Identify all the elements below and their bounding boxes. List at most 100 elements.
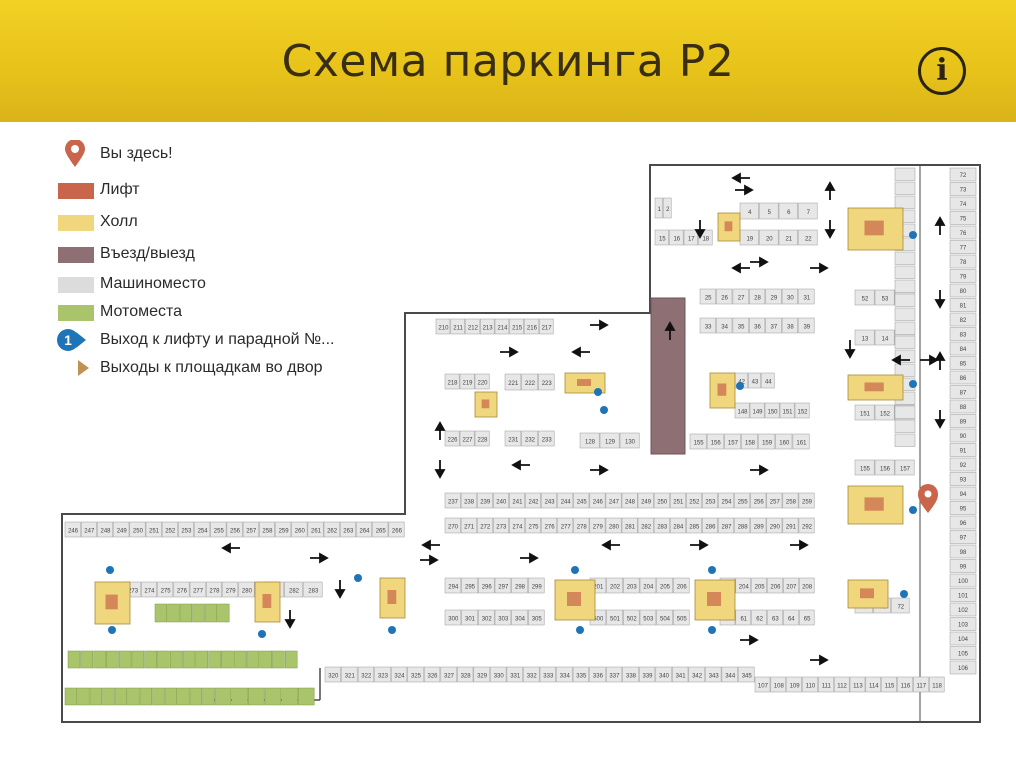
spot-number: 251 [673,500,684,506]
spot-number: 338 [626,674,637,680]
spot-number: 275 [161,589,172,595]
parking-spot [874,459,895,476]
parking-spot [913,676,929,693]
spot-number: 226 [447,438,458,444]
parking-spot [141,581,157,598]
spot-number: 205 [660,585,671,591]
parking-spot [766,492,783,509]
spot-number: 128 [585,440,596,446]
direction-arrow [844,340,856,359]
parking-spot [751,609,767,626]
parking-spot [623,577,640,594]
parking-spot [474,430,490,447]
parking-spot [157,581,174,598]
spot-number: 256 [230,529,241,535]
spot-number: 14 [882,337,889,343]
parking-spot [323,521,340,538]
parking-spot [460,517,477,534]
parking-spot [605,492,622,509]
hall-swatch [58,215,94,231]
parking-spot [653,517,670,534]
spot-number: 281 [625,525,636,531]
spot-number: 152 [880,412,891,418]
elevator-exit-marker [258,630,266,638]
moto-spot [139,687,152,706]
spot-number: 6 [787,210,791,216]
parking-spot [539,318,554,335]
moto-spot [192,603,205,623]
parking-spot [894,433,916,447]
parking-spot [637,492,654,509]
spot-number: 249 [117,529,128,535]
parking-spot [178,521,194,538]
parking-spot [798,202,818,220]
spot-number: 255 [214,529,225,535]
spot-number: 20 [766,237,773,243]
spot-number: 43 [752,380,759,386]
spot-number: 39 [803,325,810,331]
parking-spot [854,459,875,476]
parking-spot [444,492,461,509]
parking-spot [949,602,977,617]
you-are-here-marker [918,484,938,513]
parking-spot [528,609,545,626]
parking-spot [450,318,465,335]
direction-arrow [434,460,446,479]
hall [847,579,889,609]
legend-label: Холл [100,213,138,230]
parking-spot [894,251,916,265]
parking-spot [621,517,638,534]
parking-spot [764,402,780,419]
parking-spot [734,492,751,509]
spot-number: 282 [289,589,300,595]
spot-number: 111 [822,684,832,690]
info-icon[interactable]: i [918,47,966,95]
moto-spots [64,603,315,706]
parking-spot [854,289,875,306]
spot-number: 97 [960,536,967,542]
spot-number: 227 [462,438,473,444]
parking-spot [891,597,910,614]
spot-number: 253 [181,529,192,535]
parking-spot [894,195,916,209]
location-pin-dot [924,490,932,498]
spot-number: 323 [378,674,389,680]
parking-spot [949,167,977,182]
parking-spot [599,432,620,449]
spot-number: 320 [328,674,339,680]
parking-spot [573,517,590,534]
moto-spot [195,650,209,669]
parking-spot [194,521,211,538]
spot-number: 1 [658,207,662,213]
spot-number: 206 [677,585,688,591]
parking-spot [113,521,130,538]
parking-spot [444,609,462,626]
spot-number: 273 [128,589,139,595]
spot-number: 258 [786,500,797,506]
parking-spot [372,521,389,538]
parking-spot [786,676,802,693]
spot-number: 33 [705,325,712,331]
parking-spot [949,486,977,501]
parking-spot [509,492,525,509]
spot-number: 159 [762,441,773,447]
parking-spot [238,581,255,598]
spot-number: 115 [885,684,895,690]
parking-spot [374,666,391,683]
direction-arrow [810,654,829,666]
spot-number: 2 [666,207,670,213]
spot-number: 61 [740,617,747,623]
parking-spot [653,492,670,509]
spot-number: 101 [958,594,969,600]
spot-number: 233 [542,438,553,444]
parking-spot [798,609,815,626]
parking-spot [741,433,758,450]
legend-label: Въезд/выезд [100,245,195,262]
moto-spot [93,650,106,669]
moto-spot [114,687,127,706]
parking-spot [759,202,779,220]
spot-number: 213 [483,326,494,332]
spot-number: 220 [477,381,488,387]
parking-spot [444,373,460,390]
parking-spot [97,521,114,538]
